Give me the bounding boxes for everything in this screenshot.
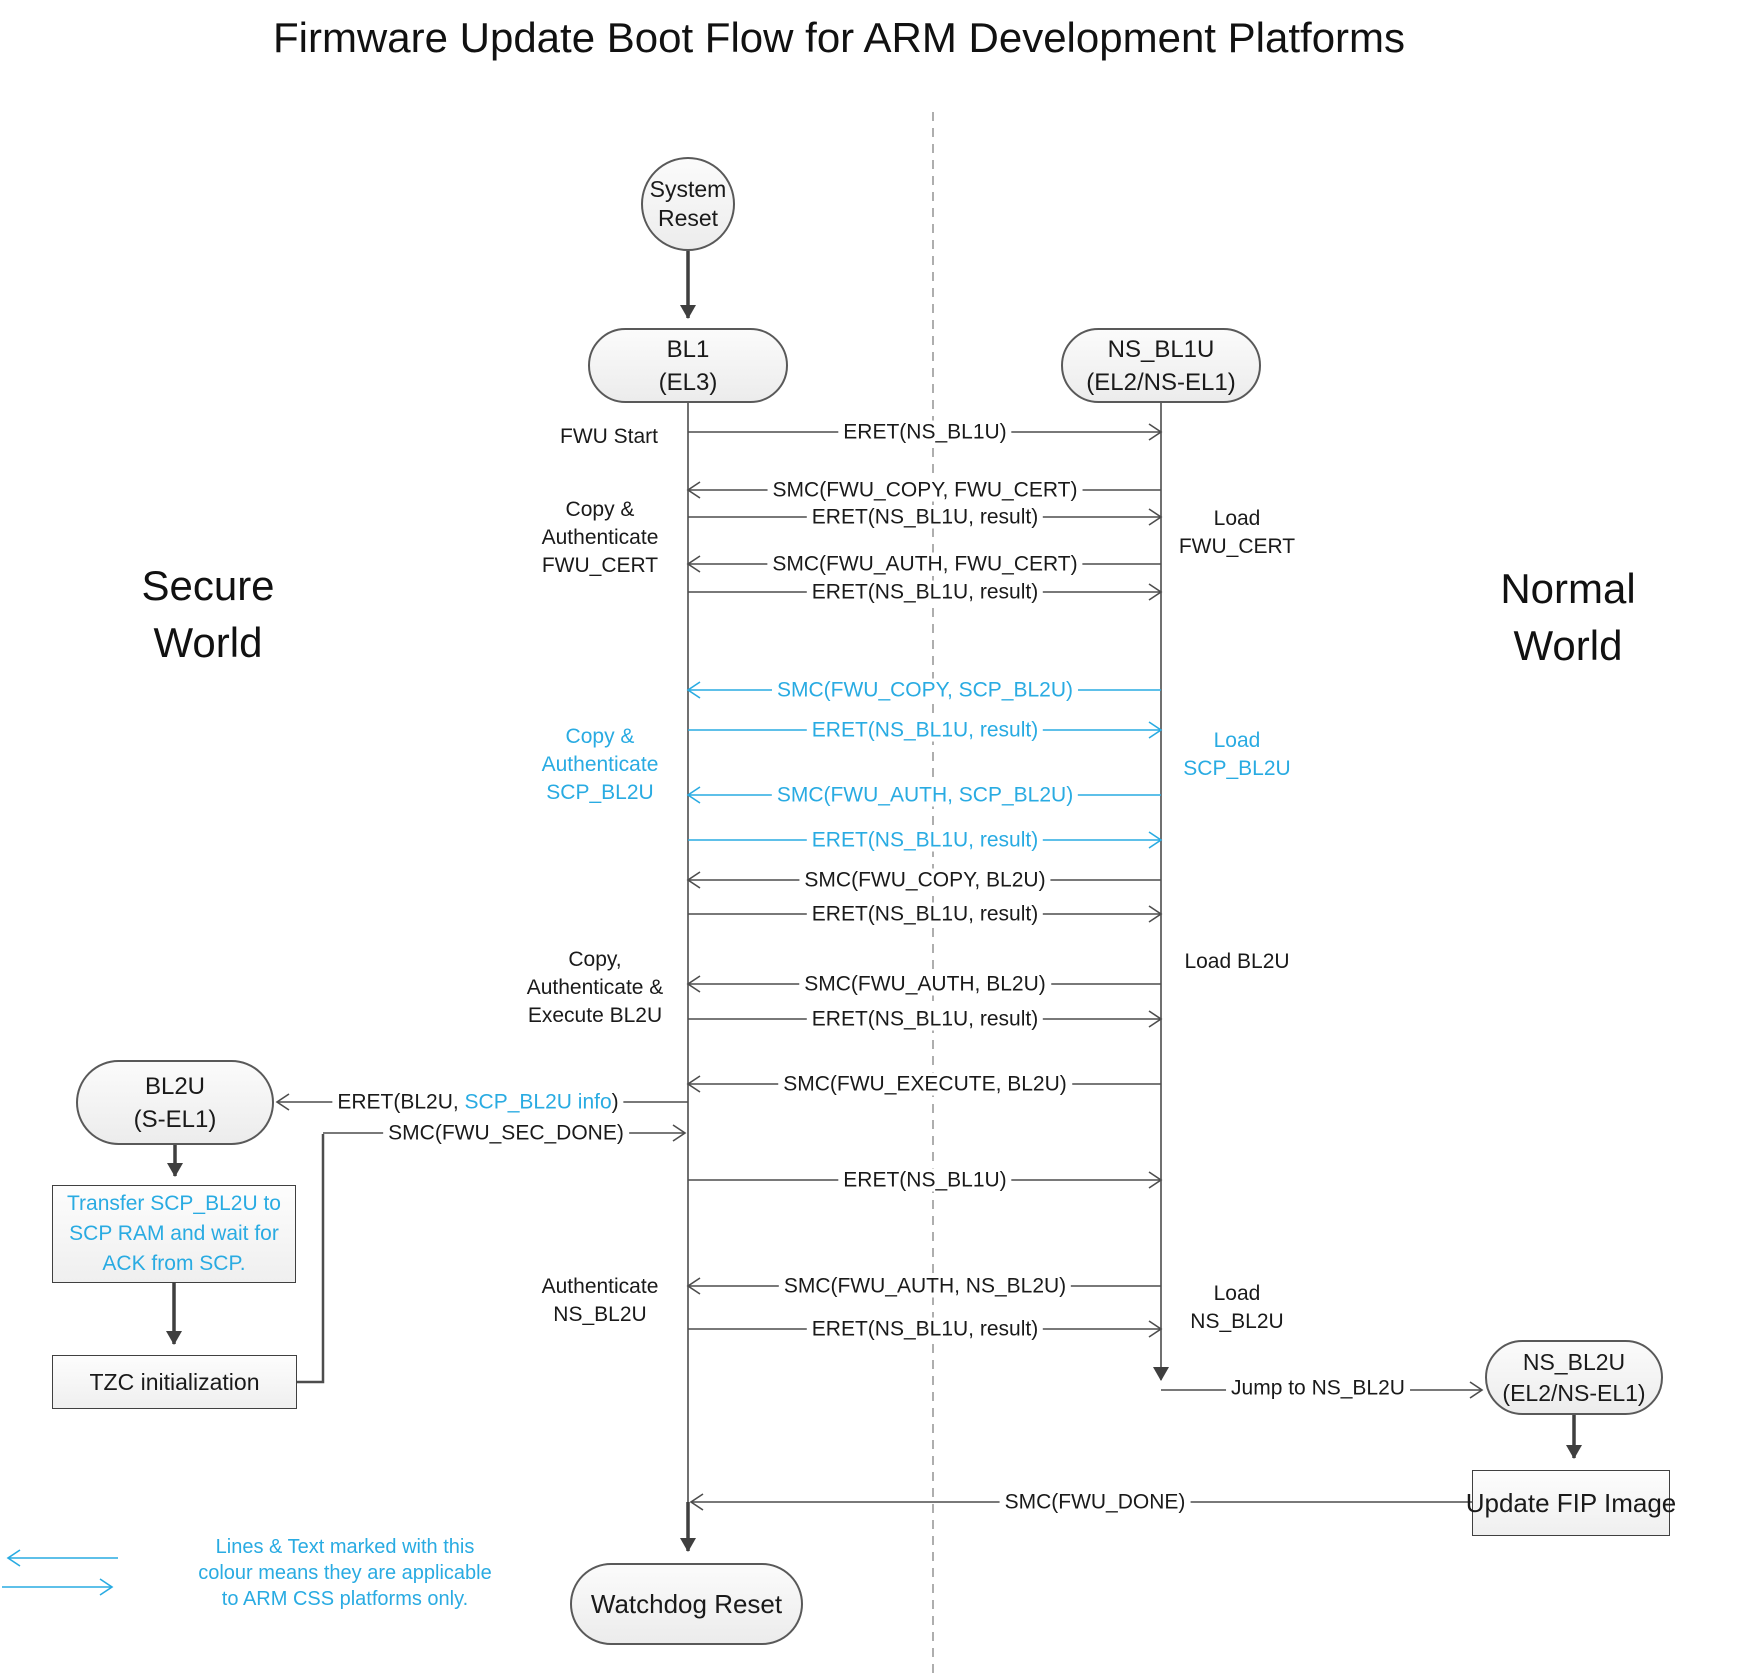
tzc-elbow-connector — [296, 1134, 325, 1384]
phase-auth-ns-bl2u: Authenticate NS_BL2U — [541, 1275, 659, 1326]
secure-world-label: Secure World — [141, 562, 275, 666]
node-bl1: BL1 (EL3) — [588, 328, 788, 403]
phase-copy-auth-fwu-cert: Copy & Authenticate FWU_CERT — [541, 498, 659, 577]
normal-world-label: Normal World — [1500, 565, 1636, 669]
node-watchdog-reset: Watchdog Reset — [570, 1563, 803, 1645]
message-label: SMC(FWU_AUTH, FWU_CERT) — [767, 552, 1083, 576]
message-label: ERET(NS_BL1U, result) — [806, 1317, 1044, 1341]
message-label: SMC(FWU_AUTH, NS_BL2U) — [778, 1274, 1072, 1298]
node-bl2u: BL2U (S-EL1) — [76, 1060, 274, 1145]
node-ns-bl1u: NS_BL1U (EL2/NS-EL1) — [1061, 328, 1261, 403]
message-label-css-only: SMC(FWU_AUTH, SCP_BL2U) — [771, 783, 1079, 807]
flow-arrows — [166, 251, 1582, 1552]
message-label: SMC(FWU_EXECUTE, BL2U) — [778, 1072, 1072, 1096]
message-label: ERET(NS_BL1U, result) — [806, 902, 1044, 926]
message-label: ERET(NS_BL1U, result) — [806, 1007, 1044, 1031]
message-label-jump: Jump to NS_BL2U — [1226, 1376, 1410, 1400]
phase-load-bl2u: Load BL2U — [1184, 950, 1290, 973]
message-label: SMC(FWU_DONE) — [999, 1490, 1191, 1514]
phase-load-fwu-cert: Load FWU_CERT — [1178, 507, 1296, 558]
node-ns-bl2u: NS_BL2U (EL2/NS-EL1) — [1485, 1340, 1663, 1415]
message-label-css-only: ERET(NS_BL1U, result) — [806, 718, 1044, 742]
update-fip-image-box: Update FIP Image — [1466, 1470, 1676, 1536]
message-label: SMC(FWU_SEC_DONE) — [383, 1121, 629, 1145]
message-label-eret-bl2u: ERET(BL2U, SCP_BL2U info) — [332, 1090, 624, 1114]
phase-fwu-start: FWU Start — [560, 425, 658, 448]
message-label-css-only: SMC(FWU_COPY, SCP_BL2U) — [771, 678, 1079, 702]
message-label: ERET(NS_BL1U) — [838, 420, 1012, 444]
phase-load-scp-bl2u: Load SCP_BL2U — [1183, 729, 1291, 780]
transfer-scp-bl2u-box: Transfer SCP_BL2U to SCP RAM and wait fo… — [52, 1185, 296, 1283]
message-label-css-only: ERET(NS_BL1U, result) — [806, 828, 1044, 852]
message-label: SMC(FWU_COPY, FWU_CERT) — [767, 478, 1083, 502]
phase-load-ns-bl2u: Load NS_BL2U — [1190, 1282, 1284, 1333]
message-label: SMC(FWU_COPY, BL2U) — [799, 868, 1051, 892]
message-label: ERET(NS_BL1U) — [838, 1168, 1012, 1192]
message-label: SMC(FWU_AUTH, BL2U) — [799, 972, 1051, 996]
diagram-title: Firmware Update Boot Flow for ARM Develo… — [272, 14, 1406, 61]
message-label: ERET(NS_BL1U, result) — [806, 580, 1044, 604]
node-system-reset: System Reset — [641, 157, 735, 251]
phase-copy-auth-scp-bl2u: Copy & Authenticate SCP_BL2U — [541, 725, 659, 804]
tzc-initialization-box: TZC initialization — [52, 1355, 297, 1409]
message-label: ERET(NS_BL1U, result) — [806, 505, 1044, 529]
phase-copy-auth-exec-bl2u: Copy, Authenticate & Execute BL2U — [526, 948, 664, 1027]
legend-note: Lines & Text marked with this colour mea… — [198, 1536, 492, 1610]
